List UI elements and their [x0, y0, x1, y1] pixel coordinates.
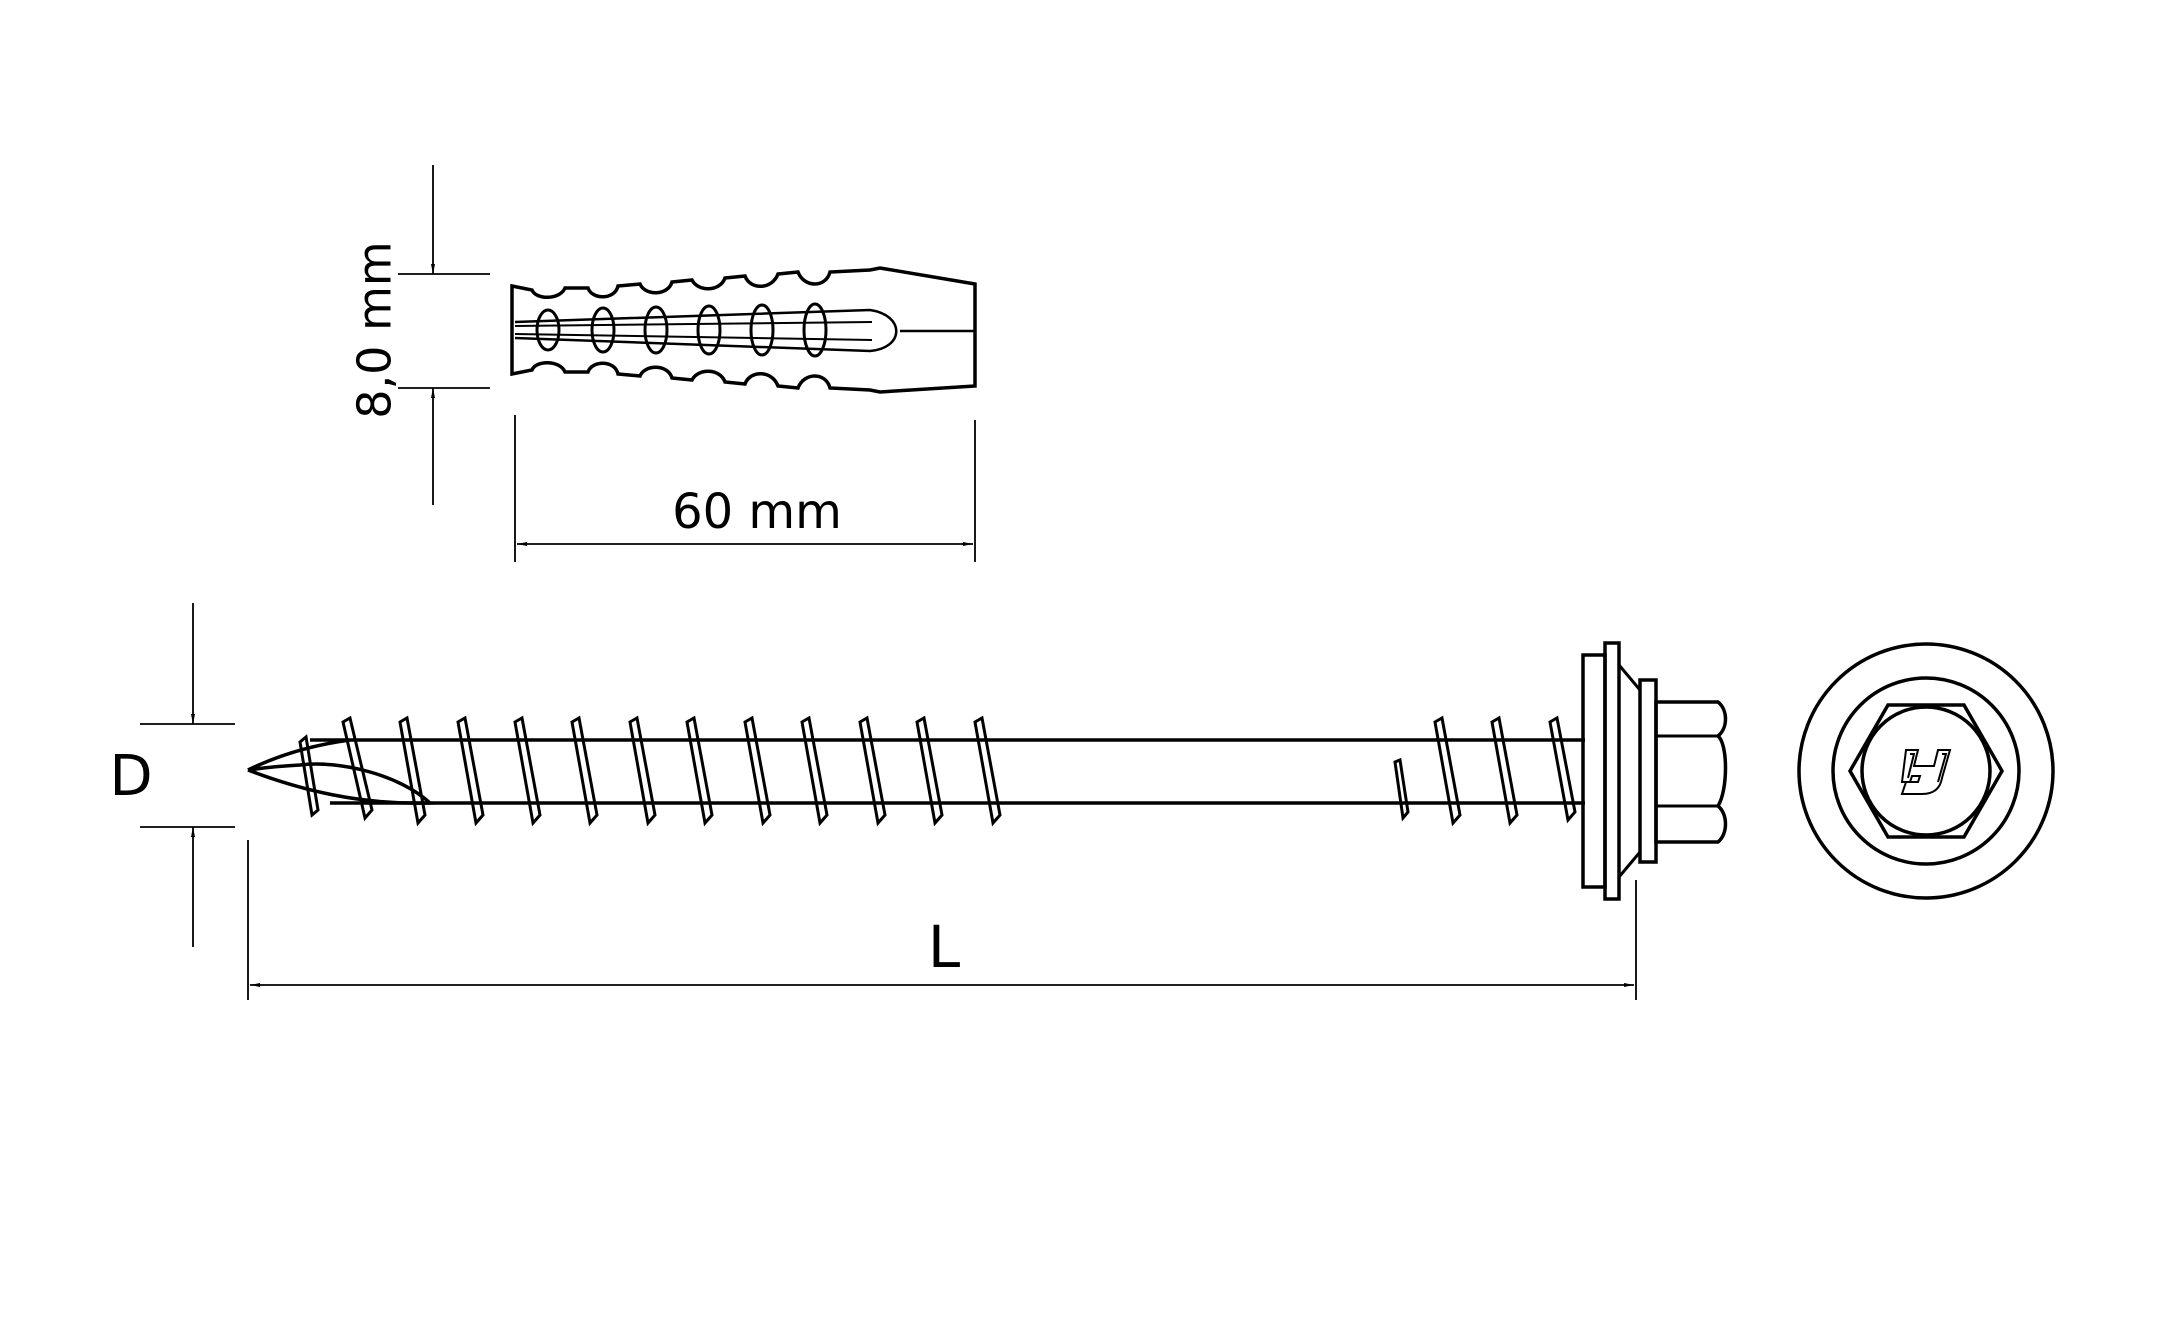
dowel-length-dimension: 60 mm	[514, 415, 976, 562]
h-logo-icon	[1900, 749, 1952, 795]
dowel-inner-wedge	[514, 308, 898, 353]
dowel-drawing: 8,0 mm 60 mm	[348, 165, 977, 562]
screw-hex-head	[1654, 700, 1728, 844]
screw-sealing-washer	[1581, 653, 1607, 889]
screw-diameter-dimension: D	[109, 603, 235, 947]
dowel-outline	[510, 266, 977, 394]
dowel-diameter-label: 8,0 mm	[348, 241, 402, 418]
dowel-diameter-dimension: 8,0 mm	[348, 165, 490, 505]
screw-steel-washer	[1603, 641, 1621, 901]
screw-head-top-view	[1797, 642, 2055, 900]
screw-diameter-label: D	[109, 744, 152, 809]
screw-drawing: D L	[109, 603, 1728, 1000]
screw-threads	[298, 715, 1577, 827]
screw-tip	[247, 738, 435, 805]
screw-length-label: L	[928, 913, 960, 981]
screw-flange	[1638, 678, 1658, 864]
screw-length-dimension: L	[247, 840, 1637, 1000]
dowel-openings	[535, 302, 828, 358]
dowel-length-label: 60 mm	[672, 484, 842, 540]
